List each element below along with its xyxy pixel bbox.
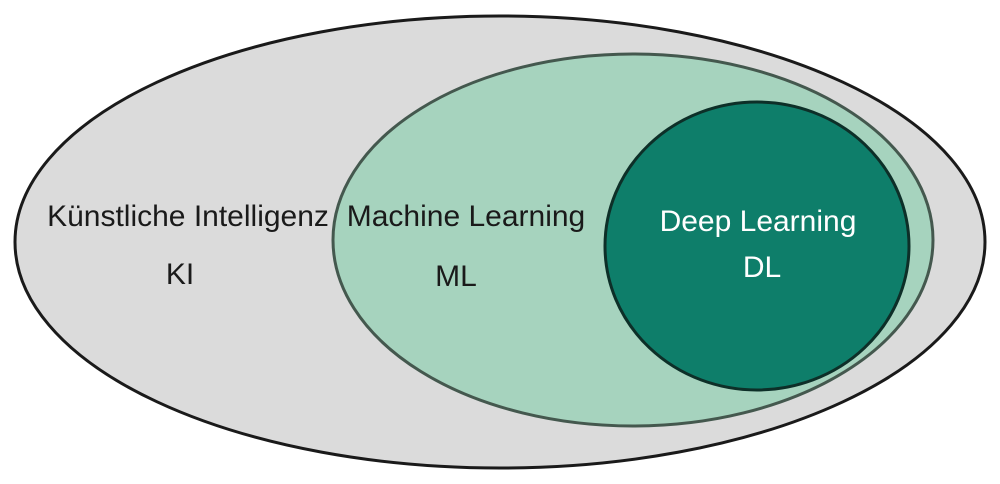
dl-label: Deep Learning — [660, 205, 857, 238]
ml-label: Machine Learning — [347, 200, 586, 233]
dl-circle — [603, 100, 911, 392]
ki-abbr-label: KI — [166, 258, 194, 291]
ki-label: Künstliche Intelligenz — [47, 200, 329, 233]
ml-abbr-label: ML — [435, 260, 477, 293]
dl-abbr-label: DL — [743, 251, 781, 284]
